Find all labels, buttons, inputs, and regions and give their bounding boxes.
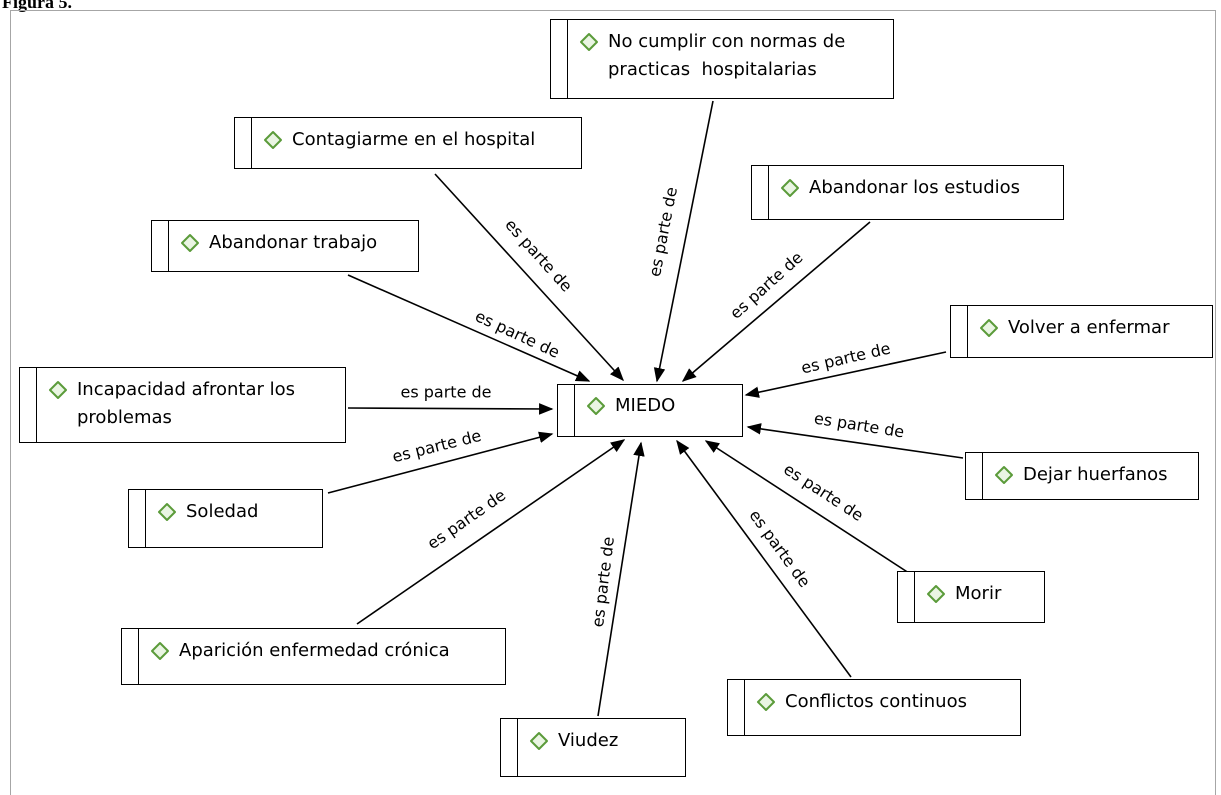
node-label: No cumplir con normas de practicas hospi… [608, 31, 846, 80]
edge-label-soledad: es parte de [390, 426, 483, 466]
node-label: Dejar huerfanos [1023, 464, 1168, 485]
edge-label-cronica: es parte de [424, 485, 509, 553]
node-label: Incapacidad afrontar los problemas [77, 379, 295, 428]
edge-viudez-to-miedo [597, 441, 645, 717]
node-enfermar[interactable]: Volver a enfermar [950, 305, 1213, 358]
node-trabajo[interactable]: Abandonar trabajo [151, 220, 419, 272]
node-label: Viudez [558, 730, 619, 751]
diagram-frame [10, 10, 1216, 795]
edge-huerfanos-to-miedo [746, 423, 964, 459]
node-estudios[interactable]: Abandonar los estudios [751, 165, 1064, 220]
edge-incapacidad-to-miedo [347, 403, 554, 415]
node-label: Conflictos continuos [785, 691, 967, 712]
node-label: MIEDO [615, 395, 676, 416]
diamond-icon [179, 229, 201, 257]
diamond-icon [585, 392, 607, 420]
edge-trabajo-to-miedo [347, 274, 591, 382]
diamond-icon [978, 314, 1000, 342]
node-incapacidad[interactable]: Incapacidad afrontar los problemas [19, 367, 346, 443]
edge-conflictos-to-miedo [676, 439, 852, 678]
node-label: Abandonar trabajo [209, 232, 378, 253]
node-cronica[interactable]: Aparición enfermedad crónica [121, 628, 506, 685]
diamond-icon [993, 461, 1015, 489]
node-label: Abandonar los estudios [809, 177, 1021, 198]
edge-label-normas: es parte de [645, 185, 681, 278]
edge-cronica-to-miedo [356, 439, 626, 625]
edge-label-enfermar: es parte de [799, 339, 892, 378]
diamond-icon [47, 376, 69, 404]
node-label: Soledad [186, 501, 259, 522]
edge-normas-to-miedo [653, 100, 714, 383]
node-normas[interactable]: No cumplir con normas de practicas hospi… [550, 19, 894, 99]
node-viudez[interactable]: Viudez [500, 718, 686, 777]
figure-label: Figura 5. [2, 0, 72, 12]
node-miedo[interactable]: MIEDO [557, 384, 743, 437]
diamond-icon [578, 28, 600, 56]
diamond-icon [779, 174, 801, 202]
node-label: Volver a enfermar [1008, 317, 1170, 338]
edge-contagio-to-miedo [434, 173, 624, 382]
diamond-icon [149, 637, 171, 665]
edge-enfermar-to-miedo [744, 351, 947, 398]
edge-soledad-to-miedo [327, 431, 554, 494]
diamond-icon [755, 688, 777, 716]
edge-label-incapacidad: es parte de [400, 383, 491, 402]
node-label: Contagiarme en el hospital [292, 129, 536, 150]
node-soledad[interactable]: Soledad [128, 489, 323, 548]
node-morir[interactable]: Morir [897, 571, 1045, 623]
node-contagio[interactable]: Contagiarme en el hospital [234, 117, 582, 169]
edge-label-morir: es parte de [780, 459, 867, 525]
edge-estudios-to-miedo [681, 221, 871, 382]
node-label: Aparición enfermedad crónica [179, 640, 450, 661]
edge-morir-to-miedo [704, 440, 913, 576]
edge-label-trabajo: es parte de [472, 306, 563, 362]
edge-label-contagio: es parte de [501, 215, 576, 295]
node-conflictos[interactable]: Conflictos continuos [727, 679, 1021, 736]
node-label: Morir [955, 583, 1002, 604]
diamond-icon [925, 580, 947, 608]
diamond-icon [528, 727, 550, 755]
node-huerfanos[interactable]: Dejar huerfanos [965, 452, 1199, 500]
diamond-icon [156, 498, 178, 526]
diamond-icon [262, 126, 284, 154]
edge-label-huerfanos: es parte de [813, 409, 906, 442]
